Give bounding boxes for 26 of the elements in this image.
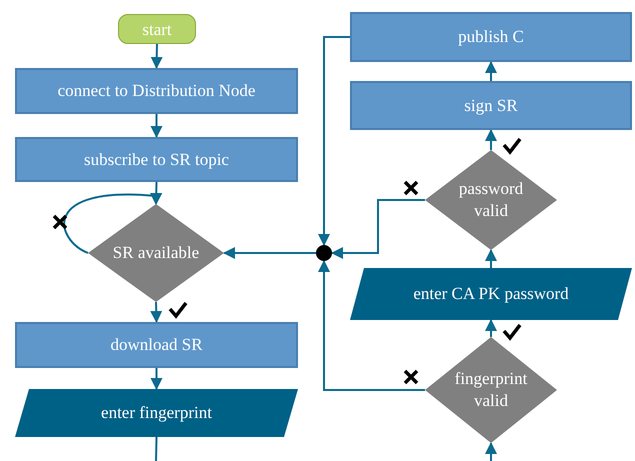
decision-diamond: SR available	[88, 204, 224, 302]
decision-diamond: fingerprint valid	[425, 337, 557, 443]
connector-line	[155, 436, 158, 461]
arrow	[150, 302, 162, 323]
process-box: connect to Distribution Node	[15, 68, 298, 114]
arrow	[485, 129, 497, 150]
start-terminal: start	[118, 14, 196, 44]
arrow	[485, 249, 497, 268]
arrow	[485, 442, 497, 461]
arrow	[485, 61, 497, 81]
arrow	[485, 319, 497, 337]
arrow	[150, 368, 162, 390]
arrow	[150, 44, 163, 69]
decision-diamond: password valid	[425, 150, 557, 250]
arrow	[223, 247, 316, 259]
process-box: subscribe to SR topic	[15, 137, 298, 182]
process-box: download SR	[15, 322, 298, 368]
arrow	[150, 114, 162, 138]
arrow	[331, 199, 425, 259]
arrow	[318, 36, 350, 246]
input-parallelogram: enter fingerprint	[15, 389, 298, 437]
process-box: sign SR	[350, 81, 632, 130]
arrow	[318, 260, 425, 391]
input-parallelogram: enter CA PK password	[350, 268, 632, 320]
arrow	[63, 193, 162, 254]
process-box: publish C	[350, 12, 632, 62]
